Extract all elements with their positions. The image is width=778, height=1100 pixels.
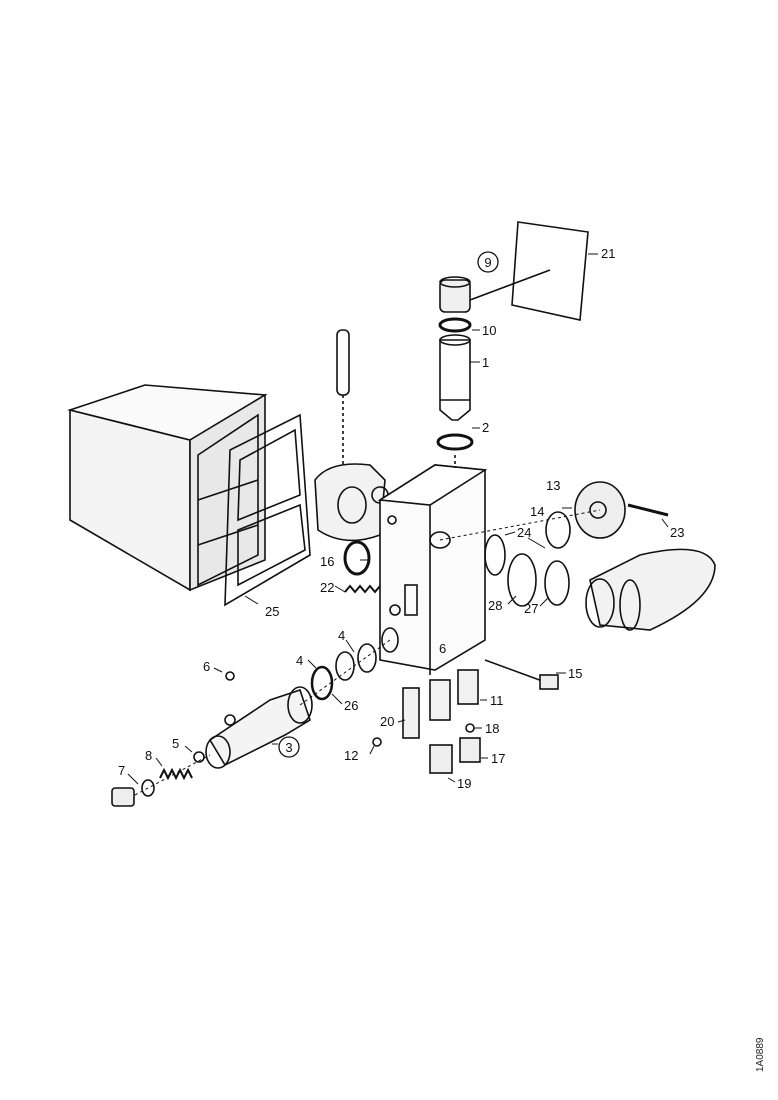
spring [344,584,381,594]
gasket-frame [224,413,311,607]
spring [159,767,193,781]
part-label-6-right: 6 [439,641,446,656]
part-label-13: 13 [546,478,560,493]
part-label-18: 18 [485,721,499,736]
o-ring [545,511,571,549]
nut [429,744,453,774]
fitting [402,687,420,739]
callout-circle-9 [477,251,499,273]
cover-plate [511,221,589,321]
ball [193,751,205,763]
part-label-28: 28 [488,598,502,613]
o-ring [335,651,355,681]
o-ring [357,643,377,673]
part-label-6: 6 [203,659,210,674]
washer [141,779,155,797]
ball [465,723,475,733]
part-label-19: 19 [457,776,471,791]
sealing-ring [438,317,472,333]
part-label-23: 23 [670,525,684,540]
cartridge [439,334,471,421]
part-label-16: 16 [320,554,334,569]
spool-assembly [205,686,313,769]
o-ring [484,534,506,576]
part-label-20: 20 [380,714,394,729]
part-label-8: 8 [145,748,152,763]
part-label-25: 25 [265,604,279,619]
cap-plug [439,276,471,313]
part-label-12: 12 [344,748,358,763]
part-label-4-lower: 4 [296,653,303,668]
part-label-14: 14 [530,504,544,519]
ball [225,671,235,681]
eccentric-cam [314,463,389,542]
part-label-27: 27 [524,601,538,616]
part-label-24: 24 [517,525,531,540]
pin-23 [627,503,669,517]
seal-ring [343,540,371,576]
o-ring [507,553,537,607]
plug-screw [111,787,135,807]
solenoid-coil [585,548,716,631]
fitting [429,679,451,721]
nut [459,737,481,763]
callout-circle-3 [278,736,300,758]
drawing-reference-number: 1A0889 [755,1037,766,1072]
ball [372,737,382,747]
part-label-9: 9 [484,255,491,270]
part-label-21: 21 [601,246,615,261]
part-label-5: 5 [172,736,179,751]
part-label-7: 7 [118,763,125,778]
bolt [484,659,559,690]
part-label-4-upper: 4 [338,628,345,643]
o-ring [310,665,334,701]
housing-box [67,384,268,592]
part-label-22: 22 [320,580,334,595]
washer [436,433,474,451]
part-label-11: 11 [490,693,504,708]
pin [336,329,350,470]
part-label-1: 1 [482,355,489,370]
o-ring [544,560,570,606]
part-label-26: 26 [344,698,358,713]
valve-block [377,464,488,675]
part-label-17: 17 [491,751,505,766]
part-label-3: 3 [285,740,292,755]
fitting [457,669,479,705]
part-label-15: 15 [568,666,582,681]
part-label-10: 10 [482,323,496,338]
part-label-2: 2 [482,420,489,435]
